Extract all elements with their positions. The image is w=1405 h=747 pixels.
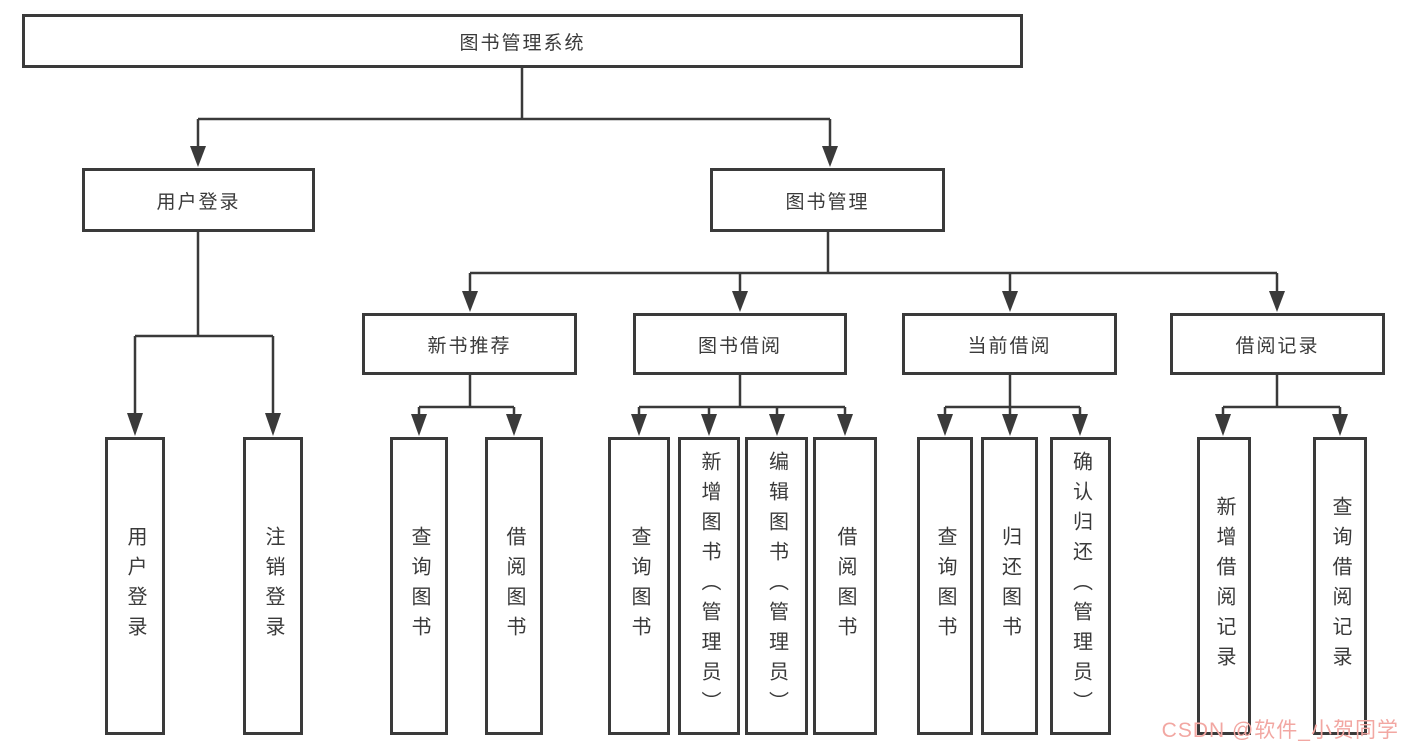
leaf-cb-return-books: 归还图书 [981, 437, 1038, 735]
leaf-nbr-borrow-books: 借阅图书 [485, 437, 543, 735]
arrowheads [127, 146, 1348, 436]
node-label: 图书管理系统 [459, 32, 586, 54]
node-label: 借阅记录 [1235, 335, 1320, 357]
node-label: 新书推荐 [427, 335, 512, 357]
node-label: 编辑图书（管理员） [765, 451, 788, 721]
node-user-login: 用户登录 [82, 168, 315, 232]
node-label: 查询图书 [408, 526, 430, 646]
node-book-management: 图书管理 [710, 168, 945, 232]
leaf-nbr-query-books: 查询图书 [390, 437, 448, 735]
leaf-bb-edit-books-admin: 编辑图书（管理员） [745, 437, 808, 735]
node-library-system: 图书管理系统 [22, 14, 1023, 68]
node-label: 归还图书 [998, 526, 1021, 646]
node-label: 查询图书 [628, 526, 650, 646]
node-label: 查询借阅记录 [1329, 496, 1351, 676]
node-label: 确认归还（管理员） [1069, 451, 1092, 721]
node-current-borrowing: 当前借阅 [902, 313, 1117, 375]
node-borrowing-records: 借阅记录 [1170, 313, 1385, 375]
leaf-bb-add-books-admin: 新增图书（管理员） [678, 437, 740, 735]
node-label: 新增图书（管理员） [698, 451, 720, 721]
node-label: 借阅图书 [503, 526, 525, 646]
leaf-user-login: 用户登录 [105, 437, 165, 735]
leaf-bb-borrow-books: 借阅图书 [813, 437, 877, 735]
node-label: 新增借阅记录 [1213, 496, 1235, 676]
node-book-borrowing: 图书借阅 [633, 313, 847, 375]
leaf-br-query-record: 查询借阅记录 [1313, 437, 1367, 735]
node-label: 用户登录 [156, 191, 241, 213]
leaf-cb-query-books: 查询图书 [917, 437, 973, 735]
node-label: 图书借阅 [697, 335, 782, 357]
node-label: 查询图书 [934, 526, 956, 646]
node-new-book-recommend: 新书推荐 [362, 313, 577, 375]
node-label: 用户登录 [124, 526, 146, 646]
node-label: 图书管理 [785, 191, 870, 213]
node-label: 注销登录 [262, 526, 284, 646]
leaf-logout: 注销登录 [243, 437, 303, 735]
watermark: CSDN @软件_小贺同学 [1161, 719, 1399, 742]
leaf-br-add-record: 新增借阅记录 [1197, 437, 1251, 735]
node-label: 借阅图书 [834, 526, 856, 646]
node-label: 当前借阅 [967, 335, 1052, 357]
leaf-cb-confirm-return-admin: 确认归还（管理员） [1050, 437, 1111, 735]
leaf-bb-query-books: 查询图书 [608, 437, 670, 735]
